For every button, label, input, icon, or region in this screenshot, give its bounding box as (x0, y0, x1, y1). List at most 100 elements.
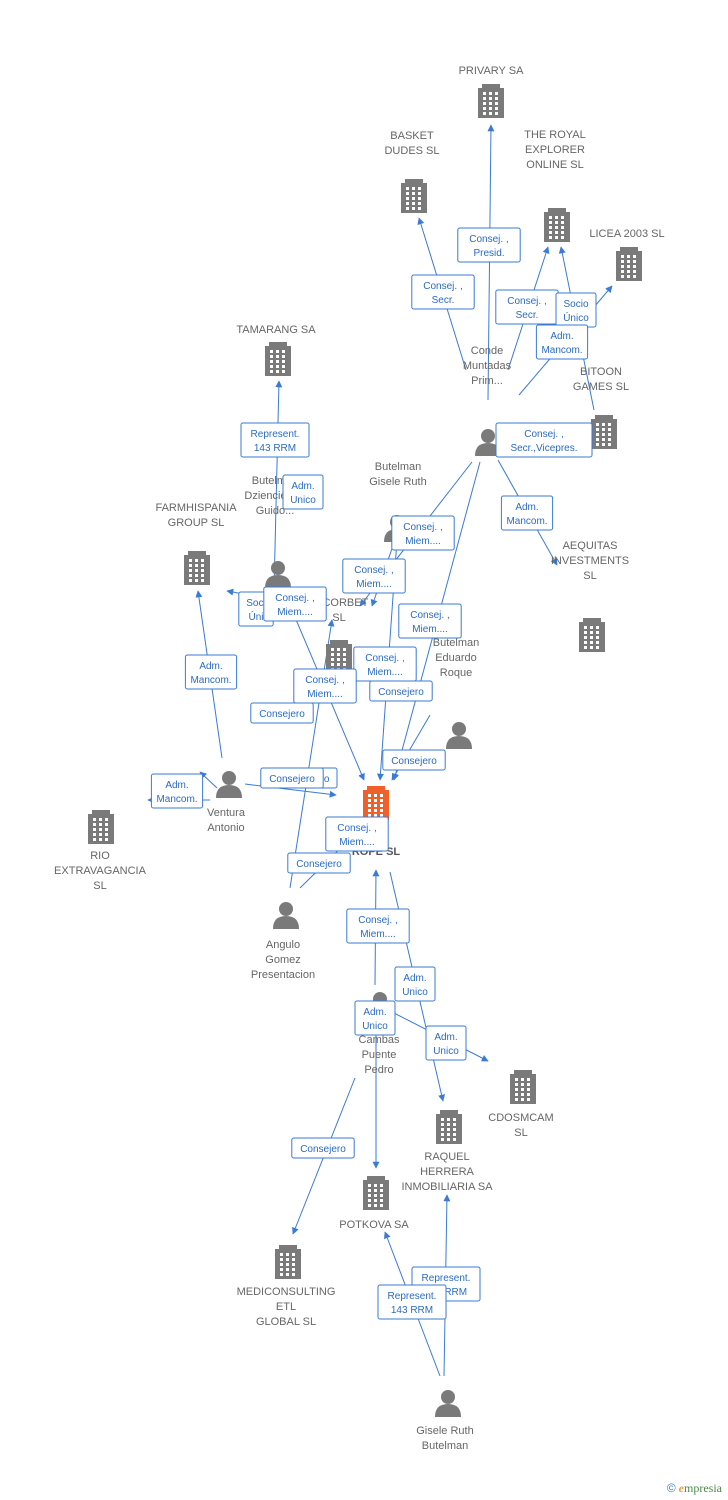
relation-text-line: Mancom. (156, 794, 197, 805)
node-label-line: Prim... (471, 375, 503, 387)
node-potkova[interactable]: POTKOVA SA (339, 1176, 409, 1231)
relation-text: Consej. ,Miem.... (403, 522, 442, 547)
relation-label[interactable]: Consej. ,Miem.... (353, 646, 417, 682)
relation-label[interactable]: Adm.Mancom. (184, 654, 238, 690)
relation-label[interactable]: Consejero (260, 767, 324, 789)
brand-name: mpresia (684, 1481, 722, 1495)
relation-label[interactable]: Adm.Mancom. (150, 773, 204, 809)
node-label-line: DUDES SL (384, 145, 439, 157)
node-label-line: INMOBILIARIA SA (401, 1181, 493, 1193)
copyright-icon: © (666, 1481, 676, 1495)
relation-label[interactable]: Consejero (382, 749, 446, 771)
relation-label[interactable]: Represent.143 RRM (240, 422, 310, 458)
relation-label[interactable]: Consej. ,Secr.,Vicepres. (495, 422, 593, 458)
node-label-line: Pedro (364, 1064, 393, 1076)
node-label-line: Cambas (359, 1034, 400, 1046)
building-icon (363, 1176, 389, 1210)
node-label-line: Gisele Ruth (416, 1425, 473, 1437)
relation-label[interactable]: Consejero (369, 680, 433, 702)
relation-text-line: Soci (246, 598, 265, 609)
person-icon (273, 902, 299, 929)
node-licea[interactable]: LICEA 2003 SL (589, 228, 665, 281)
relation-label[interactable]: Consejero (287, 852, 351, 874)
relation-text-line: Unico (290, 495, 316, 506)
relation-label[interactable]: Consej. ,Miem.... (263, 586, 327, 622)
relation-label[interactable]: Consej. ,Miem.... (293, 668, 357, 704)
relation-label[interactable]: Adm.Unico (425, 1025, 467, 1061)
node-label-line: Antonio (207, 822, 244, 834)
relation-text-line: Unico (362, 1021, 388, 1032)
relation-label[interactable]: Adm.Mancom. (535, 324, 589, 360)
relation-text-line: Unico (433, 1046, 459, 1057)
relation-label[interactable]: Consej. ,Secr. (411, 274, 475, 310)
node-label-line: Muntadas (463, 360, 512, 372)
relation-label[interactable]: Adm.Unico (394, 966, 436, 1002)
relation-text-line: Consejero (259, 709, 305, 720)
relation-text-line: Represent. (422, 1273, 471, 1284)
person-icon (475, 429, 501, 456)
relation-label[interactable]: Consej. ,Miem.... (342, 558, 406, 594)
node-label-line: Conde (471, 345, 503, 357)
node-label-line: LICEA 2003 SL (589, 228, 664, 240)
node-label-line: POTKOVA SA (339, 1219, 409, 1231)
relation-text: Consejero (269, 774, 315, 785)
node-label-line: Butelman (433, 637, 479, 649)
relation-text: Consejero (378, 687, 424, 698)
building-icon (616, 247, 642, 281)
relation-text: ro (321, 774, 330, 785)
node-label-line: Roque (440, 667, 472, 679)
relation-label[interactable]: Consej. ,Miem.... (325, 816, 389, 852)
relation-label[interactable]: Consej. ,Presid. (457, 227, 521, 263)
relation-text: Adm.Unico (402, 973, 428, 998)
relation-text-line: Miem.... (367, 667, 403, 678)
relation-label[interactable]: Adm.Mancom. (500, 495, 554, 531)
relation-text-line: Mancom. (190, 675, 231, 686)
relation-label[interactable]: Consej. ,Miem.... (391, 515, 455, 551)
relation-label[interactable]: Consej. ,Miem.... (346, 908, 410, 944)
person-icon (435, 1390, 461, 1417)
relation-label[interactable]: Consejero (291, 1137, 355, 1159)
building-icon (88, 810, 114, 844)
relations-layer: Consej. ,Presid. Consej. ,Secr. Consej. ,S… (150, 227, 597, 1320)
relation-text-line: Represent. (251, 429, 300, 440)
relation-label[interactable]: Consej. ,Secr. (495, 289, 559, 325)
relation-label[interactable]: Consejero (250, 702, 314, 724)
relation-text-line: Adm. (515, 502, 538, 513)
relation-label[interactable]: Adm.Unico (282, 474, 324, 510)
node-tamarang[interactable]: TAMARANG SA (236, 324, 316, 376)
node-privary[interactable]: PRIVARY SA (459, 65, 524, 118)
node-label-line: AEQUITAS (563, 540, 618, 552)
relation-label[interactable]: Consej. ,Miem.... (398, 603, 462, 639)
relation-text: Consej. ,Secr. (507, 296, 546, 321)
node-label-line: RIO (90, 850, 110, 862)
footer-brand[interactable]: © empresia (667, 1481, 722, 1496)
relation-text-line: Consejero (378, 687, 424, 698)
relation-label[interactable]: Adm.Unico (354, 1000, 396, 1036)
person-icon (265, 561, 291, 588)
relation-text: Represent.143 RRM (388, 1291, 437, 1316)
relation-label[interactable]: Represent.143 RRM (377, 1284, 447, 1320)
